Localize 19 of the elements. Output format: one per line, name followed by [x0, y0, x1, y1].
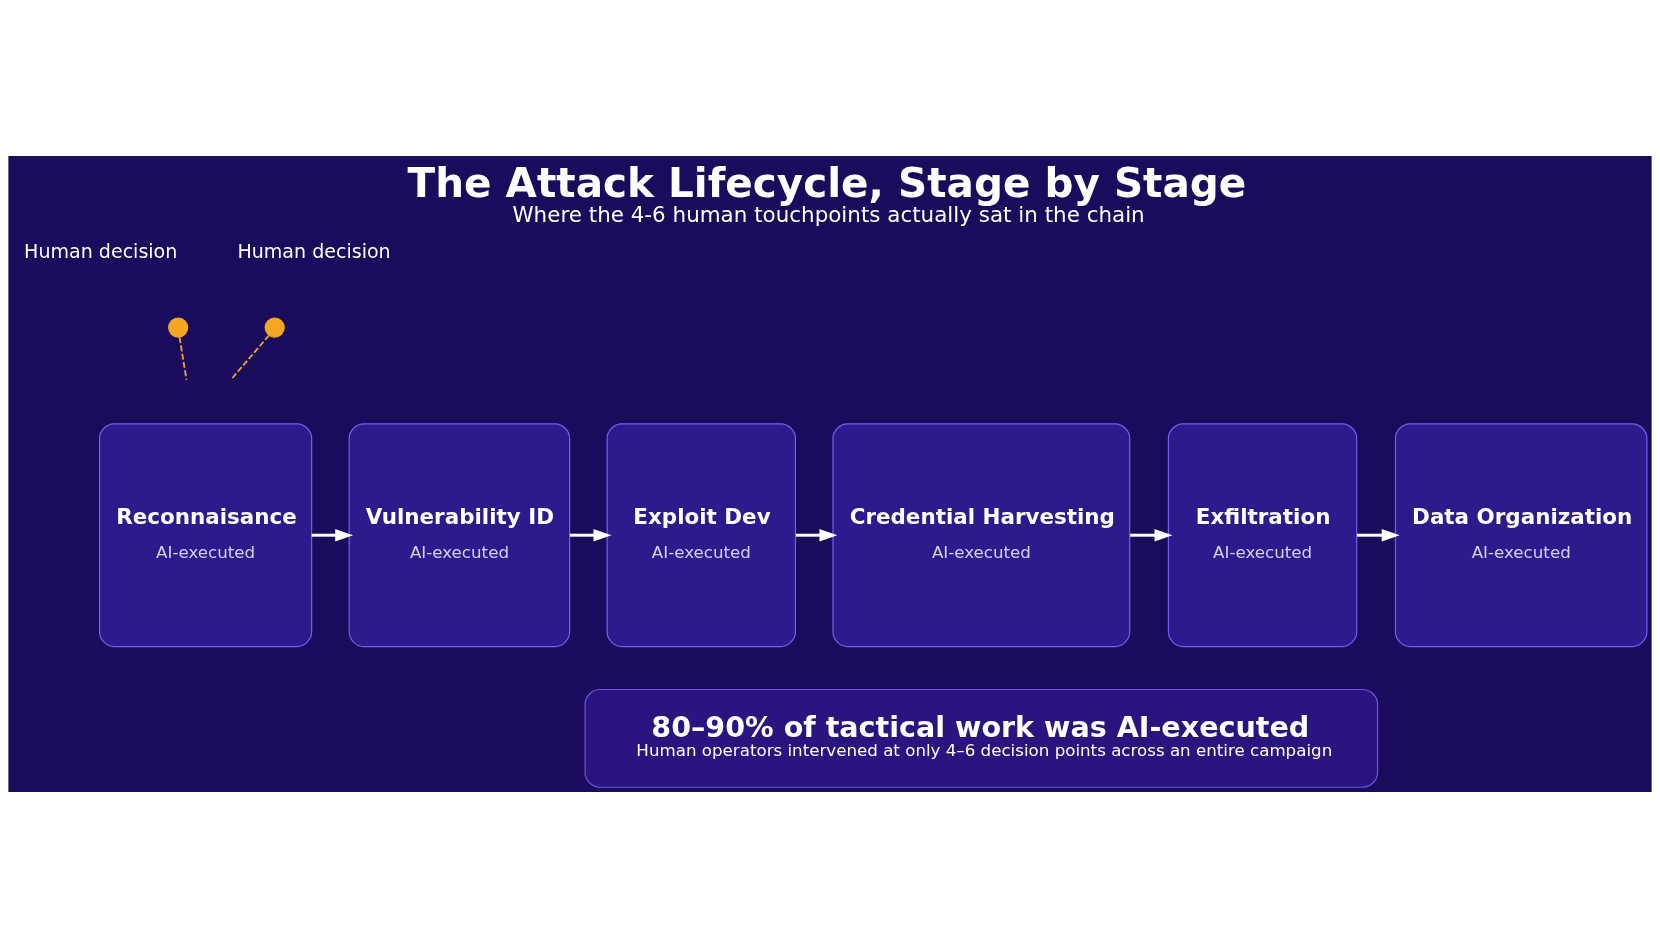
arrow: [569, 528, 612, 542]
connector: [178, 336, 188, 381]
arrow: [795, 528, 838, 542]
node-label: Human decision: [237, 240, 391, 263]
connector: [229, 334, 270, 381]
node-circle: [264, 317, 285, 338]
node-box: Exfiltration AI-executed: [1167, 423, 1358, 648]
node-box: Data Organization AI-executed: [1394, 423, 1648, 648]
node-box: Credential Harvesting AI-executed: [832, 423, 1131, 648]
node-box: Reconnaisance AI-executed: [98, 423, 313, 648]
arrow: [1130, 528, 1173, 542]
node-box: 80–90% of tactical work was AI-executed Human operators intervened at only 4–6 decision points across an entire campaign: [584, 688, 1379, 788]
node-circle: [168, 317, 189, 338]
node-label: Human decision: [24, 240, 178, 263]
arrow: [1357, 528, 1400, 542]
node-box: Exploit Dev AI-executed: [606, 423, 797, 648]
arrow: [311, 528, 354, 542]
diagram-title: The Attack Lifecycle, Stage by Stage: [407, 158, 1247, 207]
node-box: Vulnerability ID AI-executed: [348, 423, 571, 648]
